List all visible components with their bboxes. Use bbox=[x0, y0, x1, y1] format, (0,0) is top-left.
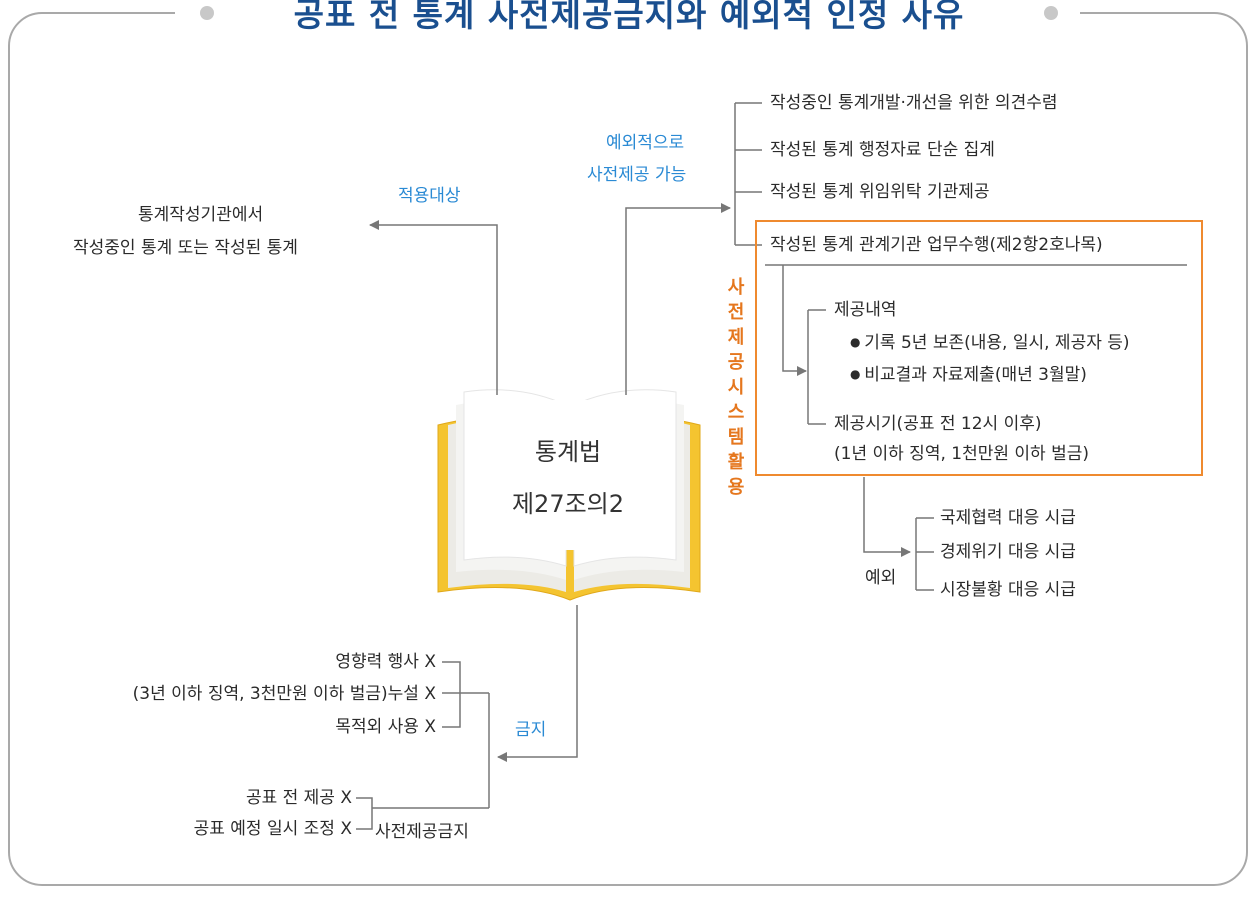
law-article: 제27조의2 bbox=[511, 490, 625, 518]
prohibition-item: 목적외 사용 X bbox=[335, 717, 436, 737]
provision-history: 제공내역 bbox=[834, 300, 897, 320]
book-icon bbox=[437, 389, 701, 601]
exception-label-line1: 예외적으로 bbox=[606, 133, 685, 153]
exception-item: 작성된 통계 위임위탁 기관제공 bbox=[770, 182, 990, 202]
system-box bbox=[755, 220, 1203, 476]
scope-label: 적용대상 bbox=[398, 186, 461, 206]
prohibition-item: 공표 전 제공 X bbox=[245, 788, 352, 808]
prohibition-item: 영향력 행사 X bbox=[335, 652, 436, 672]
exception-item: 작성중인 통계개발·개선을 위한 의견수렴 bbox=[770, 93, 1058, 113]
title-left-dot bbox=[200, 6, 214, 20]
prohibition-item: (3년 이하 징역, 3천만원 이하 벌금)누설 X bbox=[132, 684, 436, 704]
prohibition-label: 금지 bbox=[515, 720, 547, 740]
system-vertical-label: 사전제공시스템활용 bbox=[727, 277, 745, 498]
special-item: 경제위기 대응 시급 bbox=[940, 542, 1076, 562]
title-band bbox=[175, 0, 1080, 32]
exception-item: 작성된 통계 관계기관 업무수행(제2항2호나목) bbox=[770, 235, 1103, 255]
prohibition-item: 공표 예정 일시 조정 X bbox=[193, 819, 352, 839]
exception-item: 작성된 통계 행정자료 단순 집계 bbox=[770, 140, 995, 160]
scope-line2: 작성중인 통계 또는 작성된 통계 bbox=[73, 238, 298, 258]
special-label: 예외 bbox=[865, 568, 897, 588]
page-title: 공표 전 통계 사전제공금지와 예외적 인정 사유 bbox=[293, 0, 965, 34]
provision-time: 제공시기(공표 전 12시 이후) bbox=[834, 414, 1042, 434]
special-item: 국제협력 대응 시급 bbox=[940, 508, 1076, 528]
law-name: 통계법 bbox=[534, 438, 602, 466]
pre-provision-ban-label: 사전제공금지 bbox=[375, 822, 469, 842]
penalty-note: (1년 이하 징역, 1천만원 이하 벌금) bbox=[834, 444, 1089, 464]
scope-line1: 통계작성기관에서 bbox=[138, 205, 264, 225]
exception-label-line2: 사전제공 가능 bbox=[587, 165, 687, 185]
special-item: 시장불황 대응 시급 bbox=[940, 580, 1076, 600]
bullet-item: 기록 5년 보존(내용, 일시, 제공자 등) bbox=[850, 332, 1129, 353]
bullet-item: 비교결과 자료제출(매년 3월말) bbox=[850, 364, 1087, 385]
title-right-dot bbox=[1044, 6, 1058, 20]
